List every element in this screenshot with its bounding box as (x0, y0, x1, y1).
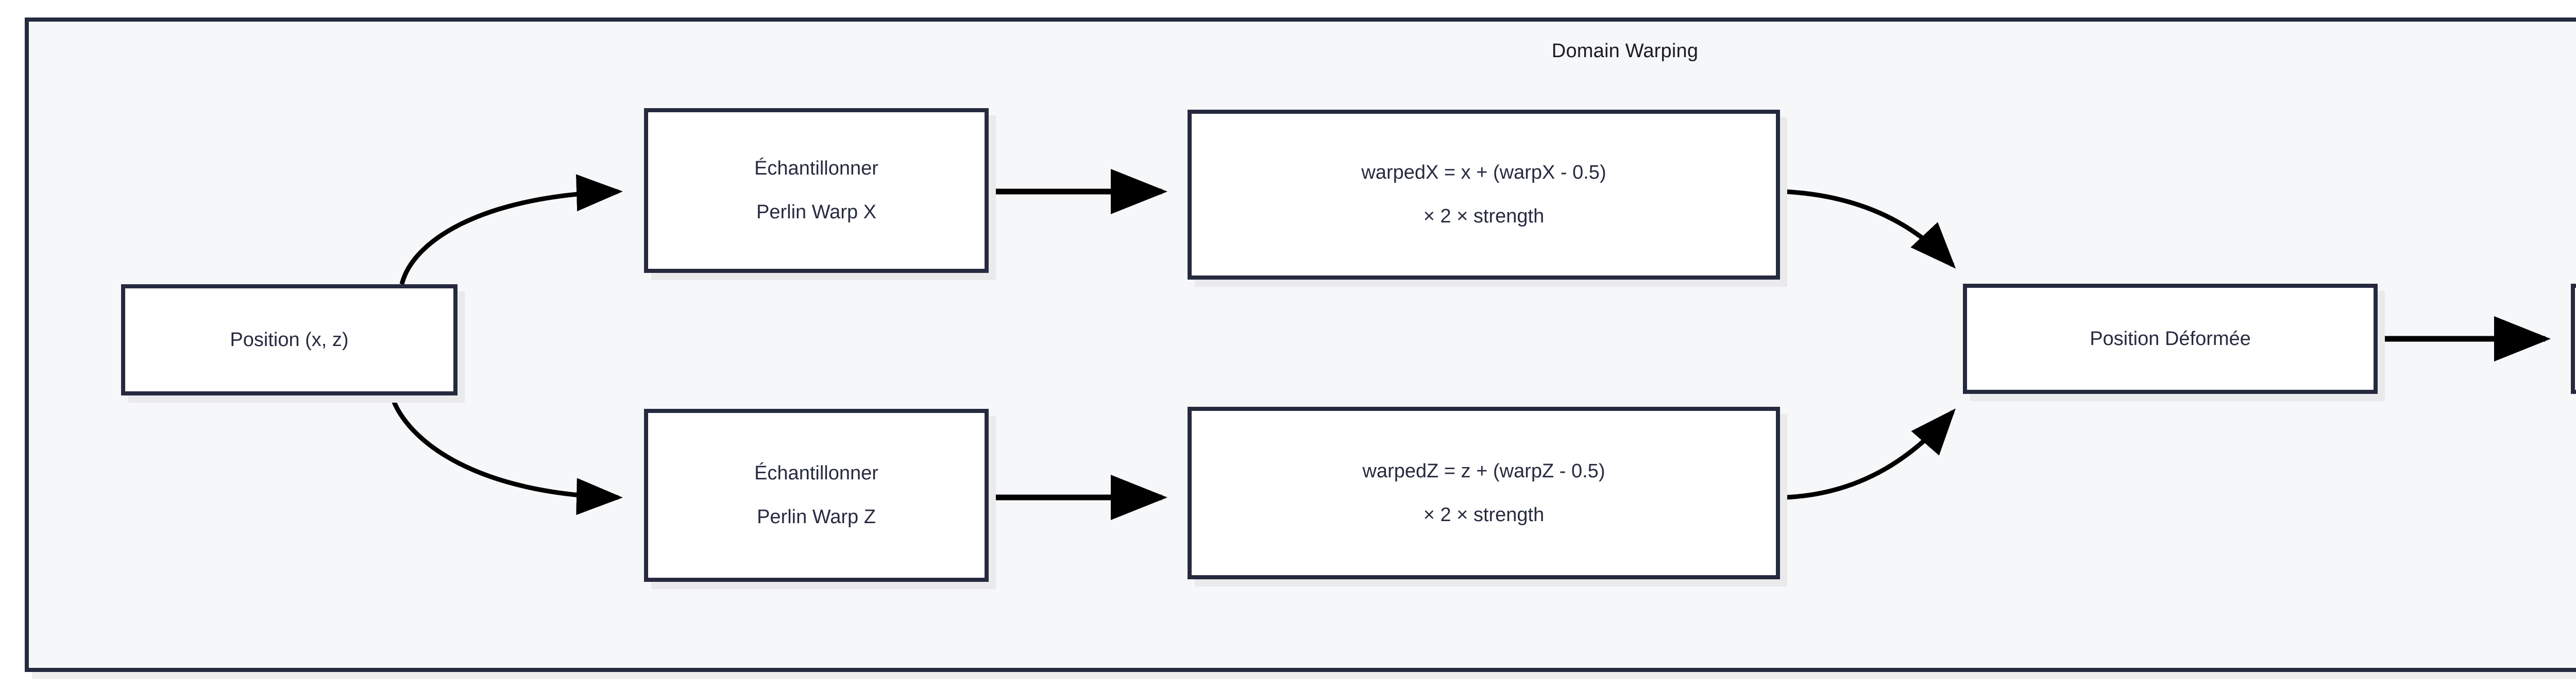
node-warpedz-formula[interactable]: warpedZ = z + (warpZ - 0.5) × 2 × streng… (1188, 407, 1780, 579)
node-warpedz-formula-line-1: warpedZ = z + (warpZ - 0.5) (1362, 460, 1605, 482)
node-warped-position-line-1: Position Déformée (2090, 327, 2251, 350)
node-position-line-1: Position (x, z) (230, 329, 349, 351)
node-sample-perlin-warp-z-line-1: Échantillonner (754, 462, 878, 485)
node-sample-perlin-warp-x[interactable]: Échantillonner Perlin Warp X (644, 108, 989, 273)
node-warpedx-formula[interactable]: warpedX = x + (warpX - 0.5) × 2 × streng… (1188, 110, 1780, 280)
node-sample-perlin-warp-z[interactable]: Échantillonner Perlin Warp Z (644, 409, 989, 582)
node-sample-perlin-warp-x-line-2: Perlin Warp X (756, 201, 876, 223)
node-fbm-on-warped-position[interactable]: FBM sur position déformée (2571, 284, 2576, 394)
node-sample-perlin-warp-z-line-2: Perlin Warp Z (757, 506, 876, 528)
node-warpedx-formula-line-2: × 2 × strength (1423, 205, 1545, 227)
node-warped-position[interactable]: Position Déformée (1963, 284, 2378, 394)
subgraph-title: Domain Warping (1551, 40, 1699, 62)
node-sample-perlin-warp-x-line-1: Échantillonner (754, 158, 878, 180)
node-position[interactable]: Position (x, z) (121, 284, 457, 395)
node-warpedz-formula-line-2: × 2 × strength (1423, 504, 1545, 526)
node-warpedx-formula-line-1: warpedX = x + (warpX - 0.5) (1361, 162, 1606, 184)
